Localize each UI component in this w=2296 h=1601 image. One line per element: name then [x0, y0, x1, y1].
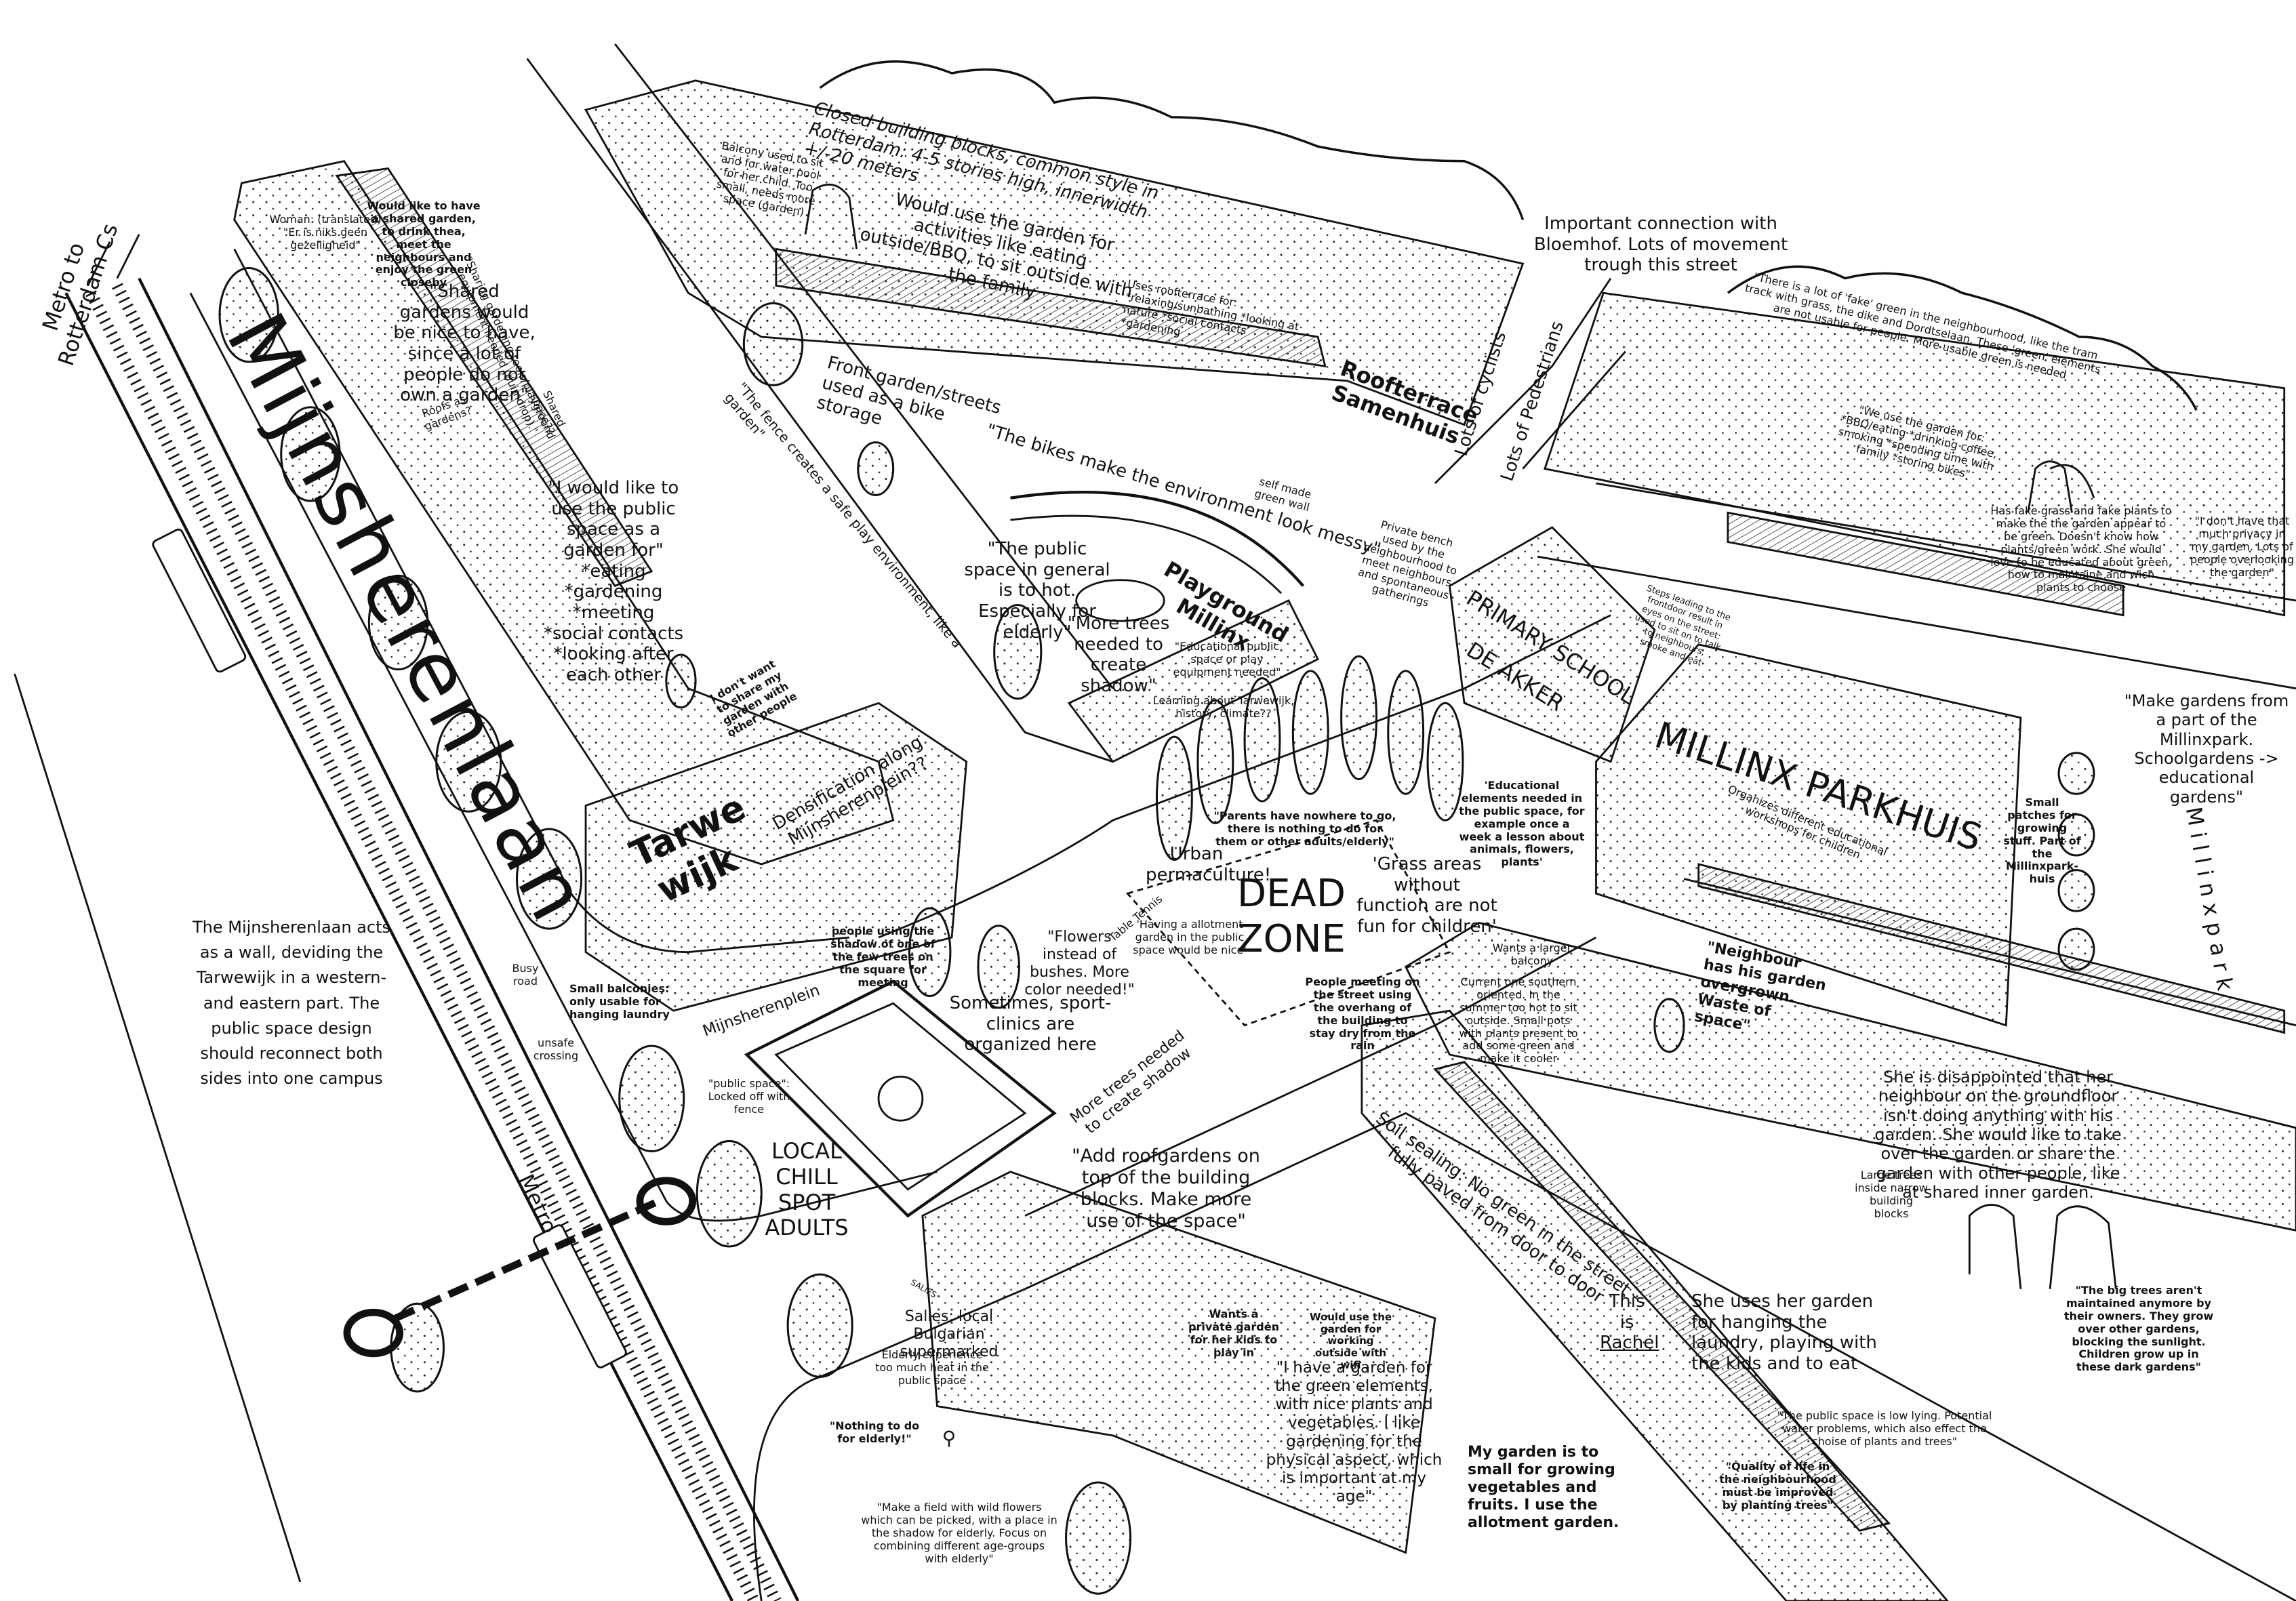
annotation-woman-quote: Woman: (translated) "Er is niks geen gez…	[269, 213, 382, 251]
annotation-elderly-heat: Elderly experience too much heat in the …	[875, 1348, 989, 1387]
annotation-too-hot: "The public space in general is to hot. …	[964, 539, 1110, 643]
label-dead-zone: DEAD ZONE	[1237, 872, 1346, 962]
annotation-small-patches: Small patches for growing stuff. Part of…	[2003, 796, 2081, 886]
annotation-shared-gardens: "Shared gardens would be nice to have, s…	[393, 281, 536, 406]
annotation-wild-flowers: "Make a field with wild flowers which ca…	[861, 1501, 1058, 1565]
metro-track	[64, 234, 800, 1601]
annotation-larger-balcony: Wants a larger balcony	[1492, 941, 1572, 967]
annotation-nothing-elderly: "Nothing to do for elderly!"	[829, 1419, 920, 1445]
annotation-salies: Salies: local Bulgarian supermarked	[900, 1308, 999, 1360]
annotation-flowers: "Flowers instead of bushes. More color n…	[1024, 929, 1135, 998]
annotation-shadow-meeting: people using the shadow of one of the fe…	[830, 925, 935, 989]
annotation-mijnsherenlaan-wall: The Mijnsherenlaan acts as a wall, devid…	[192, 918, 391, 1089]
annotation-learning: Learning about Tarwewijk, history, clima…	[1152, 694, 1295, 720]
willow-trees	[804, 183, 2117, 1289]
roof-hatching	[335, 167, 2286, 1532]
annotation-wifi: Would use the garden for working outside…	[1309, 1311, 1392, 1371]
annotation-sport-clinics: Sometimes, sport-clinics are organized h…	[949, 993, 1112, 1055]
annotation-locked-off: "public space": Locked off with fence	[708, 1077, 790, 1116]
location-pin-icon: ⚲	[942, 1427, 956, 1449]
annotation-disappointed: She is disappointed that her neighbour o…	[1874, 1068, 2122, 1202]
annotation-make-gardens: "Make gardens from a part of the Millinx…	[2124, 691, 2289, 807]
annotation-private-garden-kids: Wants a private garden for her kids to p…	[1188, 1308, 1279, 1359]
annotation-fake-grass: Has fake grass and fake plants to make t…	[1990, 504, 2172, 594]
annotation-too-small: My garden is to small for growing vegeta…	[1468, 1444, 1619, 1531]
annotation-small-balconies: Small balconies: only usable for hanging…	[569, 982, 670, 1021]
annotation-people-meeting: People meeting on the street using the o…	[1305, 975, 1420, 1053]
annotation-more-trees-1: "More trees needed to create shadow"	[1067, 613, 1170, 697]
annotation-public-space-garden: "I would like to use the public space as…	[543, 478, 684, 686]
annotation-allotment: 'Having a allotment garden in the public…	[1133, 918, 1247, 956]
annotation-chill-spot: LOCAL CHILL SPOT ADULTS	[765, 1138, 849, 1241]
annotation-parents: "Parents have nowhere to go, there is no…	[1213, 809, 1396, 848]
annotation-quality: "Quality of life in the neighbourhood mu…	[1719, 1460, 1836, 1512]
annotation-rachel: This is Rachel	[1600, 1291, 1659, 1354]
annotation-educational-elements: 'Educational elements needed in the publ…	[1459, 779, 1585, 869]
annotation-green-elements: "I have a garden for the green elements,…	[1266, 1359, 1443, 1505]
annotation-grass-areas: 'Grass areas without function are not fu…	[1356, 854, 1497, 937]
annotation-large-trees: Large trees inside narrow building block…	[1855, 1169, 1928, 1220]
annotation-busy-road: Busy road	[512, 962, 539, 988]
trees	[218, 266, 2095, 1595]
rachel-prefix: This is	[1609, 1291, 1645, 1333]
annotation-southern: Current one southern oriented. In the su…	[1459, 975, 1578, 1066]
annotation-bloemhof: Important connection with Bloemhof. Lots…	[1533, 214, 1788, 276]
annotation-educational-space: "Educational public space or play equipm…	[1173, 640, 1281, 678]
football-pitch	[744, 979, 1057, 1218]
annotation-big-trees: "The big trees aren't maintained anymore…	[2063, 1284, 2214, 1374]
annotation-shared-garden-thea: Would like to have a shared garden, to d…	[367, 199, 481, 289]
annotation-laundry: She uses her garden for hanging the laun…	[1691, 1291, 1877, 1375]
annotation-roofgardens: "Add roofgardens on top of the building …	[1072, 1146, 1260, 1232]
annotation-unsafe-crossing: unsafe crossing	[533, 1036, 579, 1062]
rachel-name: Rachel	[1600, 1333, 1659, 1354]
annotation-privacy: "I don't have that much privacy in my ga…	[2190, 514, 2295, 579]
annotation-low-lying: "The public space is low lying. Potentia…	[1777, 1409, 1992, 1448]
